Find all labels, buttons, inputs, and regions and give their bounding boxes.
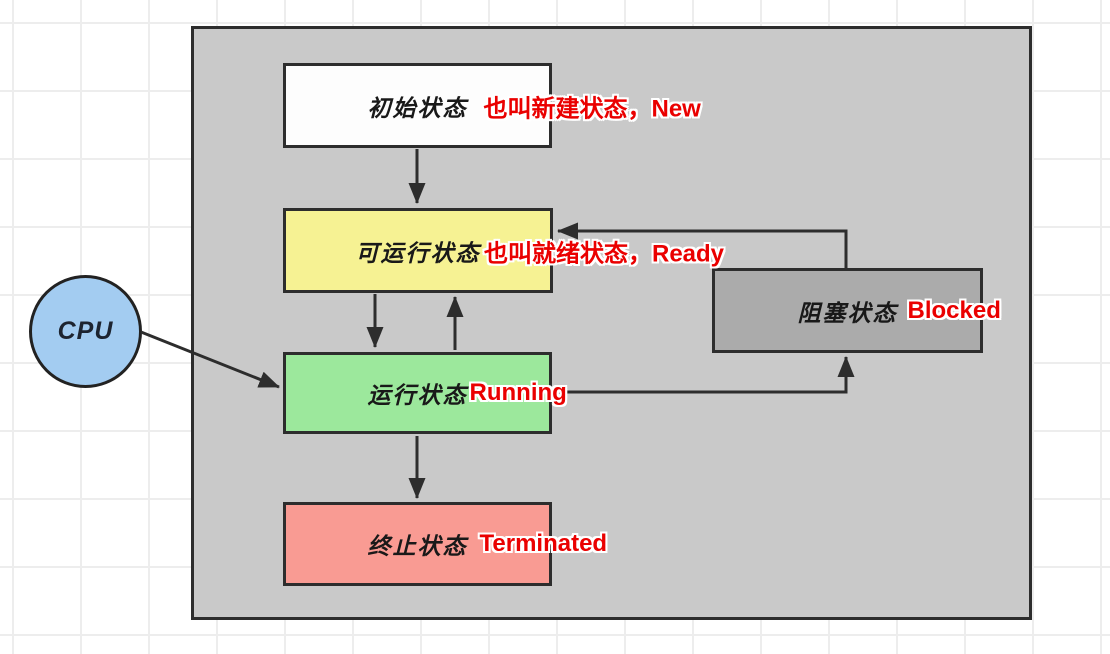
- cpu-label: CPU: [57, 317, 114, 345]
- terminated-state-annotation: Terminated: [479, 530, 608, 557]
- node-terminated-state: 终止状态 Terminated: [283, 502, 607, 586]
- cpu-node: CPU: [29, 275, 142, 388]
- initial-state-annotation: 也叫新建状态，New: [483, 95, 701, 122]
- node-initial-state: 初始状态 也叫新建状态，New: [283, 63, 701, 148]
- ready-state-label: 可运行状态: [355, 239, 481, 266]
- terminated-state-label: 终止状态: [367, 533, 468, 559]
- running-state-annotation: Running: [469, 379, 567, 406]
- ready-state-annotation: 也叫就绪状态，Ready: [484, 240, 725, 267]
- blocked-state-annotation: Blocked: [907, 296, 1001, 324]
- running-state-label: 运行状态: [367, 382, 468, 408]
- node-ready-state: 可运行状态 也叫就绪状态，Ready: [283, 208, 724, 293]
- initial-state-label: 初始状态: [367, 94, 468, 121]
- node-running-state: 运行状态 Running: [283, 352, 567, 434]
- blocked-state-label: 阻塞状态: [797, 299, 898, 326]
- node-blocked-state: 阻塞状态 Blocked: [712, 268, 1001, 353]
